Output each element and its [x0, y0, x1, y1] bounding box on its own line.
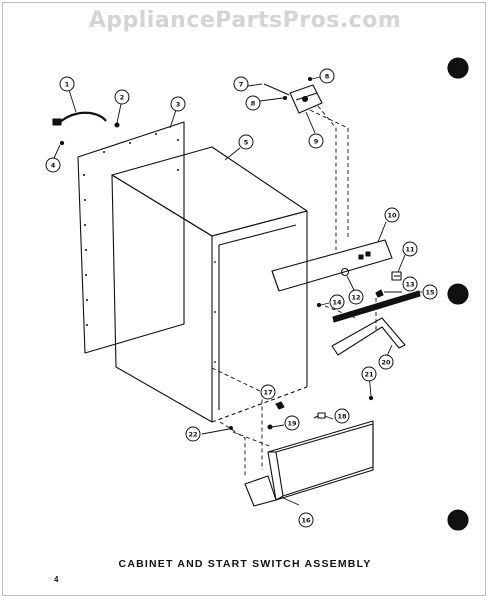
svg-text:10: 10 [387, 212, 397, 220]
svg-text:1: 1 [65, 81, 70, 89]
assembly-leader-lines [211, 105, 377, 478]
back-panel [77, 121, 185, 354]
svg-text:20: 20 [381, 359, 391, 367]
svg-text:13: 13 [405, 281, 414, 289]
nut-17 [275, 401, 285, 410]
screw-21 [368, 395, 374, 401]
callout-21: 21 [361, 366, 377, 382]
start-switch-bracket [289, 84, 323, 114]
svg-text:12: 12 [351, 294, 360, 302]
page-number: 4 [54, 575, 59, 584]
callout-2: 2 [114, 89, 130, 105]
svg-text:15: 15 [425, 289, 435, 297]
callout-15: 15 [422, 284, 438, 300]
svg-text:11: 11 [405, 246, 415, 254]
callout-18: 18 [334, 408, 350, 424]
callout-4: 4 [45, 157, 61, 173]
svg-text:5: 5 [244, 139, 249, 147]
page-frame [2, 2, 486, 596]
binding-hole-bottom [447, 509, 469, 531]
switch-screw-8-upper [307, 76, 313, 82]
callout-19: 19 [284, 415, 300, 431]
svg-text:16: 16 [301, 517, 311, 525]
knob [391, 271, 402, 281]
screw-22 [229, 426, 233, 430]
callout-12: 12 [348, 289, 364, 305]
callout-8-upper: 8 [319, 68, 335, 84]
svg-text:3: 3 [176, 101, 181, 109]
screw-14 [316, 302, 322, 308]
trim-strip [332, 290, 421, 323]
cabinet-brace [331, 317, 406, 356]
callout-5: 5 [238, 134, 254, 150]
callout-3: 3 [170, 96, 186, 112]
binding-hole-middle [447, 283, 469, 305]
svg-text:22: 22 [188, 431, 197, 439]
callout-11: 11 [402, 241, 418, 257]
callout-1: 1 [59, 76, 75, 92]
control-panel [271, 239, 393, 292]
callout-14: 14 [329, 294, 345, 310]
svg-text:2: 2 [120, 94, 125, 102]
callout-9: 9 [308, 133, 324, 149]
svg-text:17: 17 [263, 389, 272, 397]
watermark: AppliancePartsPros.com [88, 8, 402, 33]
svg-text:18: 18 [337, 413, 347, 421]
callout-22: 22 [185, 426, 201, 442]
diagram-caption: CABINET AND START SWITCH ASSEMBLY [118, 558, 372, 570]
svg-text:4: 4 [51, 162, 56, 170]
svg-text:8: 8 [325, 73, 330, 81]
callout-7: 7 [233, 76, 249, 92]
switch-screw-8-lower [282, 95, 288, 101]
callout-17: 17 [260, 384, 276, 400]
start-switch-housing [244, 420, 374, 507]
callout-13: 13 [402, 276, 418, 292]
callout-10: 10 [384, 207, 400, 223]
svg-text:9: 9 [314, 138, 319, 146]
cabinet [111, 146, 308, 423]
callout-20: 20 [378, 354, 394, 370]
clip-13 [375, 289, 384, 298]
start-switch-clip [263, 83, 290, 96]
svg-text:7: 7 [239, 81, 244, 89]
svg-text:19: 19 [287, 420, 297, 428]
screw-4 [59, 140, 65, 146]
callouts: 1 2 3 4 5 7 8 8 9 10 11 12 13 14 15 16 1… [45, 68, 438, 528]
binding-hole-top [447, 57, 469, 79]
svg-text:8: 8 [251, 100, 256, 108]
callout-8-lower: 8 [245, 95, 261, 111]
washer-19 [267, 424, 273, 430]
svg-text:14: 14 [332, 299, 342, 307]
power-cord [52, 111, 107, 126]
callout-leaders [53, 76, 422, 506]
callout-16: 16 [298, 512, 314, 528]
screw-2 [114, 122, 120, 128]
switch-bushing [340, 267, 350, 277]
bolt-18 [313, 412, 326, 419]
svg-text:21: 21 [364, 371, 374, 379]
